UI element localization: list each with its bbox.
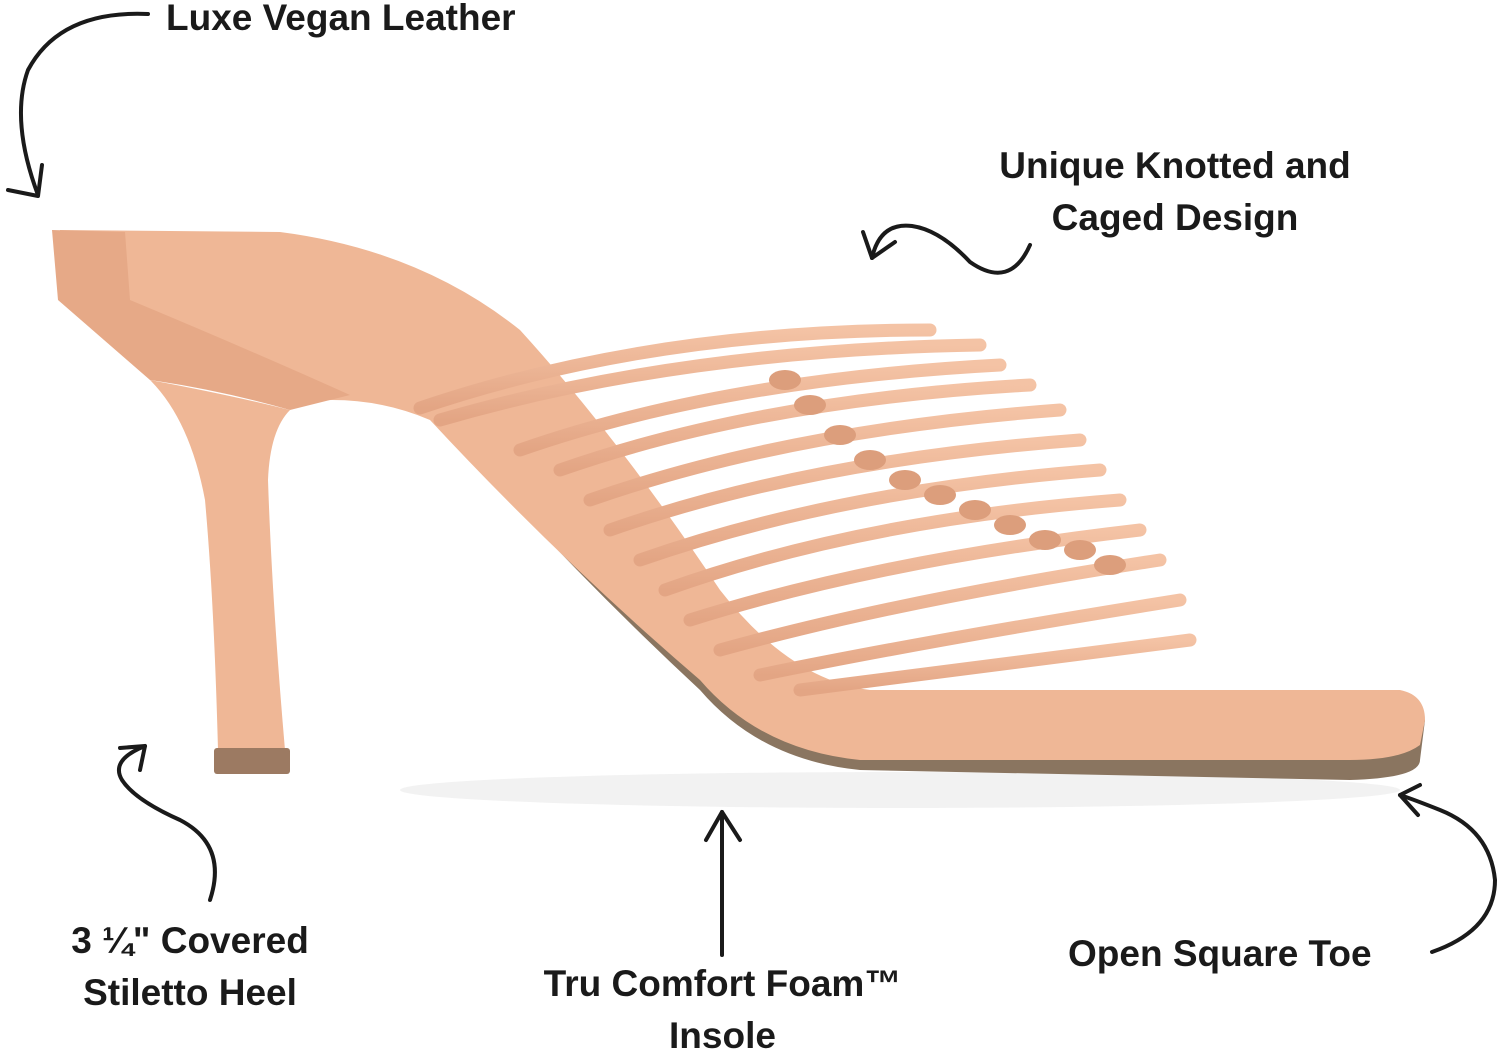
- footbed: [60, 230, 1425, 760]
- callout-knotted-design: Unique Knotted and Caged Design: [960, 140, 1390, 244]
- stiletto-heel: [150, 380, 290, 750]
- callout-insole: Tru Comfort Foam™ Insole: [500, 958, 945, 1062]
- leather-arrow-icon: [6, 11, 150, 198]
- callout-insole-line2: Insole: [669, 1015, 776, 1056]
- callout-open-toe: Open Square Toe: [1068, 933, 1372, 974]
- heel-cup: [52, 230, 350, 410]
- callout-heel: 3 ¼" Covered Stiletto Heel: [40, 915, 340, 1019]
- insole-arrow-icon: [704, 810, 742, 957]
- callout-heel-line1: 3 ¼" Covered: [71, 920, 309, 961]
- callout-knotted-line2: Caged Design: [1051, 197, 1299, 238]
- caged-straps: [413, 323, 1197, 697]
- toe-arrow-icon: [1398, 783, 1497, 954]
- callout-knotted-line1: Unique Knotted and: [999, 145, 1351, 186]
- callout-insole-line1: Tru Comfort Foam™: [543, 963, 902, 1004]
- ground-shadow: [400, 772, 1400, 808]
- heel-tip: [214, 748, 290, 774]
- callout-heel-line2: Stiletto Heel: [83, 972, 297, 1013]
- callout-vegan-leather: Luxe Vegan Leather: [166, 0, 516, 38]
- strap-knots: [769, 370, 1126, 575]
- heel-arrow-icon: [116, 744, 217, 902]
- knotted-arrow-icon: [861, 223, 1032, 275]
